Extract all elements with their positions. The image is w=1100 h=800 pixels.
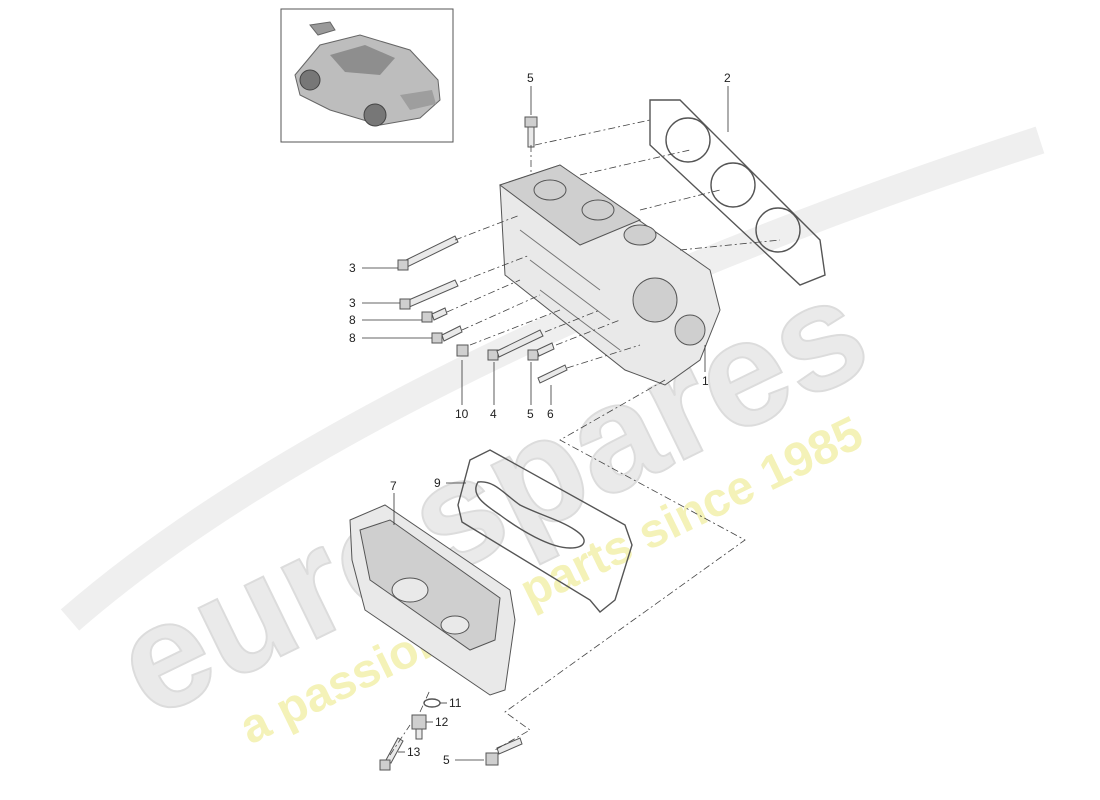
bolt-top bbox=[524, 116, 538, 148]
small-parts bbox=[379, 698, 523, 771]
callout-4: 4 bbox=[490, 407, 497, 421]
callout-3a: 3 bbox=[349, 261, 356, 275]
camshaft-cover bbox=[349, 504, 516, 696]
callout-1: 1 bbox=[702, 374, 709, 388]
cam-cover-gasket bbox=[457, 449, 633, 613]
callout-10: 10 bbox=[455, 407, 469, 421]
callout-7: 7 bbox=[390, 479, 397, 493]
callout-3b: 3 bbox=[349, 296, 356, 310]
callout-5-top: 5 bbox=[527, 71, 534, 85]
assembly-lines bbox=[389, 119, 781, 756]
callout-11: 11 bbox=[449, 696, 462, 710]
car-thumbnail bbox=[280, 8, 454, 143]
callout-8a: 8 bbox=[349, 313, 356, 327]
callout-13: 13 bbox=[407, 745, 421, 759]
callout-8b: 8 bbox=[349, 331, 356, 345]
callout-12: 12 bbox=[435, 715, 449, 729]
head-gasket bbox=[649, 99, 826, 286]
callout-9: 9 bbox=[434, 476, 441, 490]
callouts: 5 2 1 3 3 8 8 10 4 5 6 9 7 11 12 13 5 bbox=[349, 71, 731, 767]
callout-5-mid: 5 bbox=[527, 407, 534, 421]
cylinder-head bbox=[498, 164, 721, 386]
bolts-group bbox=[397, 235, 568, 384]
leader-lines bbox=[362, 86, 729, 761]
car-thumbnail-icon bbox=[294, 21, 441, 127]
callout-2: 2 bbox=[724, 71, 731, 85]
callout-6: 6 bbox=[547, 407, 554, 421]
callout-5-bottom: 5 bbox=[443, 753, 450, 767]
